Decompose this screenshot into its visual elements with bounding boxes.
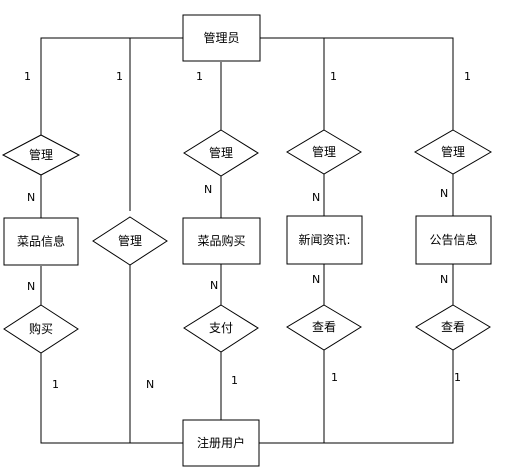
entity-dish-info: 菜品信息: [3, 217, 79, 266]
relationship-manage-2: 管理: [92, 216, 168, 266]
relationship-manage-1-label: 管理: [29, 147, 53, 162]
edge-admin-manage-2: [129, 37, 183, 211]
relationship-manage-2-label: 管理: [118, 233, 142, 248]
relationship-manage-4: 管理: [286, 129, 362, 175]
relationship-manage-1: 管理: [1, 134, 81, 176]
relationship-view-2-label: 查看: [441, 320, 465, 334]
edge-admin-manage-1: [40, 37, 183, 135]
connectors: [40, 37, 454, 444]
card-news-view: N: [312, 273, 320, 286]
entity-news-info: 新闻资讯:: [286, 215, 363, 265]
card-admin-manage-4: 1: [330, 70, 337, 83]
card-manage-2-user: N: [146, 378, 154, 391]
edge-admin-manage-4: [260, 37, 325, 130]
card-admin-manage-5: 1: [464, 70, 471, 83]
entity-announcement: 公告信息: [415, 215, 492, 265]
relationship-view-1: 查看: [286, 304, 362, 351]
entity-news-info-label: 新闻资讯:: [298, 232, 350, 247]
entity-dish-purchase: 菜品购买: [182, 217, 261, 265]
edge-view-2-user: [324, 350, 454, 444]
card-dish-purchase-pay: N: [210, 279, 218, 292]
edge-buy-user: [40, 353, 183, 444]
card-admin-manage-1: 1: [24, 70, 31, 83]
relationship-buy: 购买: [3, 304, 79, 354]
edge-admin-manage-5: [260, 37, 454, 130]
card-pay-user: 1: [231, 374, 238, 387]
relationship-buy-label: 购买: [29, 321, 53, 336]
relationship-manage-3: 管理: [183, 129, 259, 177]
entity-dish-info-label: 菜品信息: [17, 234, 65, 249]
card-buy-user: 1: [52, 378, 59, 391]
entity-admin: 管理员: [182, 14, 261, 62]
relationship-view-2: 查看: [415, 304, 491, 351]
entity-registered-user: 注册用户: [182, 419, 260, 467]
card-manage-3-dish-purchase: N: [204, 183, 212, 196]
card-manage-4-news: N: [312, 191, 320, 204]
cardinalities: 1 1 1 1 1 N N N N N N N N 1 N 1 1 1: [24, 70, 471, 391]
relationship-pay: 支付: [183, 304, 259, 353]
entity-announcement-label: 公告信息: [429, 232, 477, 247]
relationship-manage-5-label: 管理: [441, 144, 465, 159]
entity-dish-purchase-label: 菜品购买: [197, 233, 245, 248]
card-view-1-user: 1: [331, 371, 338, 384]
card-dish-info-buy: N: [27, 280, 35, 293]
relationship-view-1-label: 查看: [312, 320, 336, 334]
edge-view-1-user: [259, 350, 325, 444]
card-admin-manage-2: 1: [116, 70, 123, 83]
entity-registered-user-label: 注册用户: [197, 435, 245, 450]
card-announcement-view: N: [440, 273, 448, 286]
card-manage-5-announcement: N: [440, 187, 448, 200]
relationship-manage-4-label: 管理: [312, 144, 336, 159]
card-view-2-user: 1: [454, 371, 461, 384]
card-manage-1-dish-info: N: [27, 191, 35, 204]
entity-admin-label: 管理员: [203, 30, 239, 45]
relationship-manage-5: 管理: [414, 129, 492, 175]
card-admin-manage-3: 1: [196, 70, 203, 83]
relationship-manage-3-label: 管理: [209, 145, 233, 160]
relationship-pay-label: 支付: [209, 321, 233, 335]
